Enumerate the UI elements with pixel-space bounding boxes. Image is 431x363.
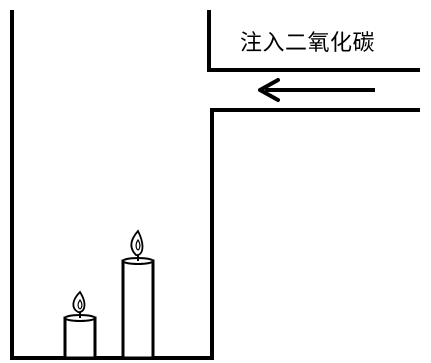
short-candle bbox=[63, 290, 97, 360]
beaker-outline bbox=[10, 10, 420, 360]
inlet-upper-wall bbox=[207, 10, 420, 72]
inflow-arrow bbox=[258, 78, 375, 102]
tall-candle bbox=[121, 229, 155, 360]
inject-co2-label: 注入二氧化碳 bbox=[240, 31, 376, 56]
